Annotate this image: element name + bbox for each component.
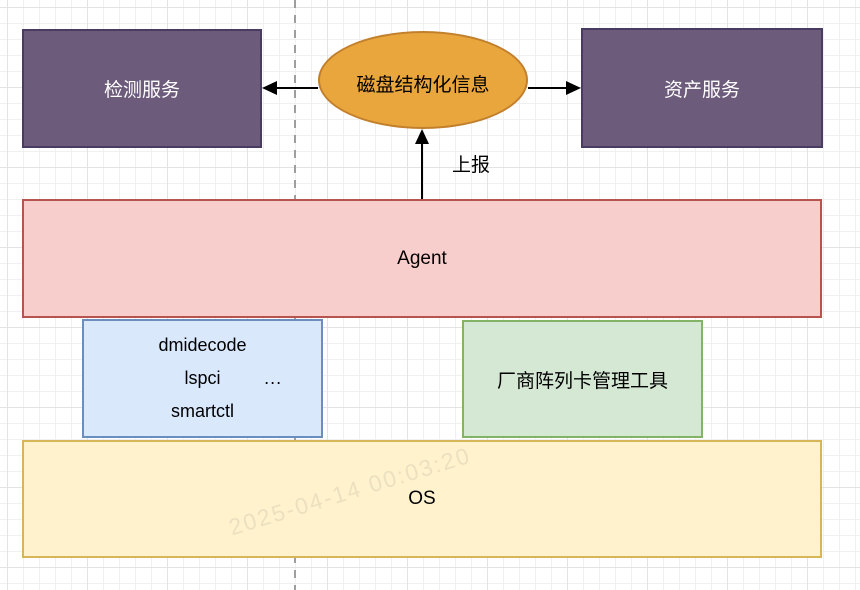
arrow-disk-to-detect — [262, 81, 318, 95]
node-agent: Agent — [22, 199, 822, 318]
node-agent-label: Agent — [397, 247, 447, 269]
node-asset-service-label: 资产服务 — [663, 79, 740, 101]
cli-tool-lspci: lspci — [184, 367, 221, 388]
cli-tool-dmidecode: dmidecode — [158, 334, 247, 355]
node-disk-structured-info: 磁盘结构化信息 — [318, 31, 528, 129]
node-disk-structured-info-label: 磁盘结构化信息 — [356, 74, 490, 96]
node-detect-service: 检测服务 — [22, 29, 262, 148]
node-asset-service: 资产服务 — [581, 28, 823, 148]
cli-tool-lspci-row: lspci ... — [84, 368, 321, 390]
edge-report-label: 上报 — [452, 155, 491, 176]
node-os-label: OS — [408, 488, 436, 509]
arrow-agent-to-disk — [415, 129, 429, 199]
node-detect-service-label: 检测服务 — [103, 80, 180, 101]
arrow-disk-to-asset — [528, 81, 581, 95]
node-os: OS — [22, 440, 822, 558]
cli-tools-ellipsis: ... — [264, 367, 283, 388]
node-vendor-raid-tool: 厂商阵列卡管理工具 — [462, 320, 703, 438]
node-vendor-raid-tool-label: 厂商阵列卡管理工具 — [496, 370, 668, 392]
cli-tool-smartctl: smartctl — [171, 400, 234, 421]
node-cli-tools: dmidecode lspci ... smartctl — [82, 319, 323, 438]
